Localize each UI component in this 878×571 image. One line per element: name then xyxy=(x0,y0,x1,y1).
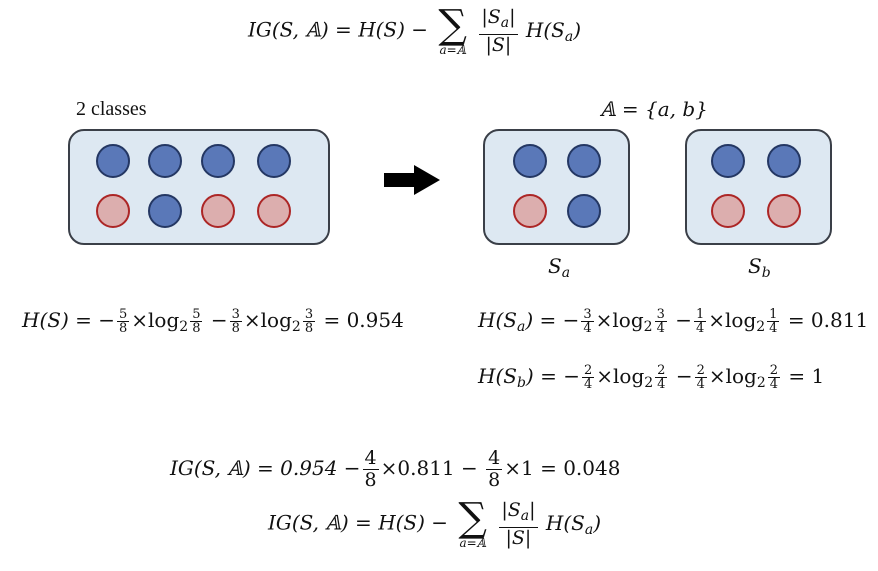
red-ball xyxy=(767,194,801,228)
top-formula: IG(S, 𝔸) = H(S) − ∑ a=𝔸 |Sa| |S| H(Sa) xyxy=(248,2,582,57)
sigma-symbol: ∑ xyxy=(458,495,487,541)
left-label: 2 classes xyxy=(76,98,147,120)
sa-label: Sa xyxy=(548,254,571,281)
sigma-symbol: ∑ xyxy=(438,2,467,48)
hsb-lhs: H(Sb) = xyxy=(478,364,557,391)
hsa-lhs: H(Sa) = xyxy=(478,308,557,335)
sum-limit: a=𝔸 xyxy=(439,43,466,57)
ig-term1: ×0.811 − xyxy=(380,456,478,480)
fraction-denominator: |S| xyxy=(485,33,512,56)
blue-ball xyxy=(148,144,182,178)
blue-ball xyxy=(148,194,182,228)
summation: ∑ a=𝔸 xyxy=(458,495,487,550)
blue-ball xyxy=(96,144,130,178)
hsb-result: = 1 xyxy=(788,364,825,388)
summation: ∑ a=𝔸 xyxy=(438,2,467,57)
hsa-result: = 0.811 xyxy=(787,308,869,332)
fraction-numerator: |Sa| xyxy=(479,6,518,35)
formula-tail: H(Sa) xyxy=(525,17,582,45)
blue-ball xyxy=(257,144,291,178)
red-ball xyxy=(257,194,291,228)
set-s-box xyxy=(68,129,330,245)
blue-ball xyxy=(767,144,801,178)
formula-fraction: |Sa| |S| xyxy=(499,499,538,549)
right-arrow-icon xyxy=(384,165,440,195)
blue-ball xyxy=(567,194,601,228)
ig-lhs: IG(S, 𝔸) = 0.954 − xyxy=(170,456,361,480)
minus-sign: − xyxy=(563,364,580,388)
hs-lhs: H(S) = xyxy=(22,308,92,332)
set-sa-box xyxy=(483,129,630,245)
ig-term2: ×1 = 0.048 xyxy=(504,456,621,480)
hs-result: = 0.954 xyxy=(323,308,404,332)
formula-fraction: |Sa| |S| xyxy=(479,6,518,56)
minus-sign: − xyxy=(675,364,693,388)
formula-hs: H(S) − xyxy=(358,17,429,42)
red-ball xyxy=(513,194,547,228)
set-sb-box xyxy=(685,129,832,245)
set-label: 𝔸 = {a, b} xyxy=(600,97,708,121)
blue-ball xyxy=(201,144,235,178)
sb-label: Sb xyxy=(748,254,771,281)
blue-ball xyxy=(567,144,601,178)
formula-lhs: IG(S, 𝔸) = xyxy=(268,510,372,535)
minus-sign: − xyxy=(98,308,115,332)
sum-limit: a=𝔸 xyxy=(459,536,486,550)
formula-hs: H(S) − xyxy=(378,510,449,535)
formula-tail: H(Sa) xyxy=(545,510,602,538)
blue-ball xyxy=(513,144,547,178)
fraction-numerator: |Sa| xyxy=(499,499,538,528)
red-ball xyxy=(711,194,745,228)
red-ball xyxy=(201,194,235,228)
fraction-denominator: |S| xyxy=(505,526,532,549)
minus-sign: − xyxy=(675,308,692,332)
minus-sign: − xyxy=(210,308,228,332)
red-ball xyxy=(96,194,130,228)
minus-sign: − xyxy=(562,308,580,332)
bottom-formula: IG(S, 𝔸) = H(S) − ∑ a=𝔸 |Sa| |S| H(Sa) xyxy=(268,495,602,550)
formula-lhs: IG(S, 𝔸) = xyxy=(248,17,352,42)
blue-ball xyxy=(711,144,745,178)
